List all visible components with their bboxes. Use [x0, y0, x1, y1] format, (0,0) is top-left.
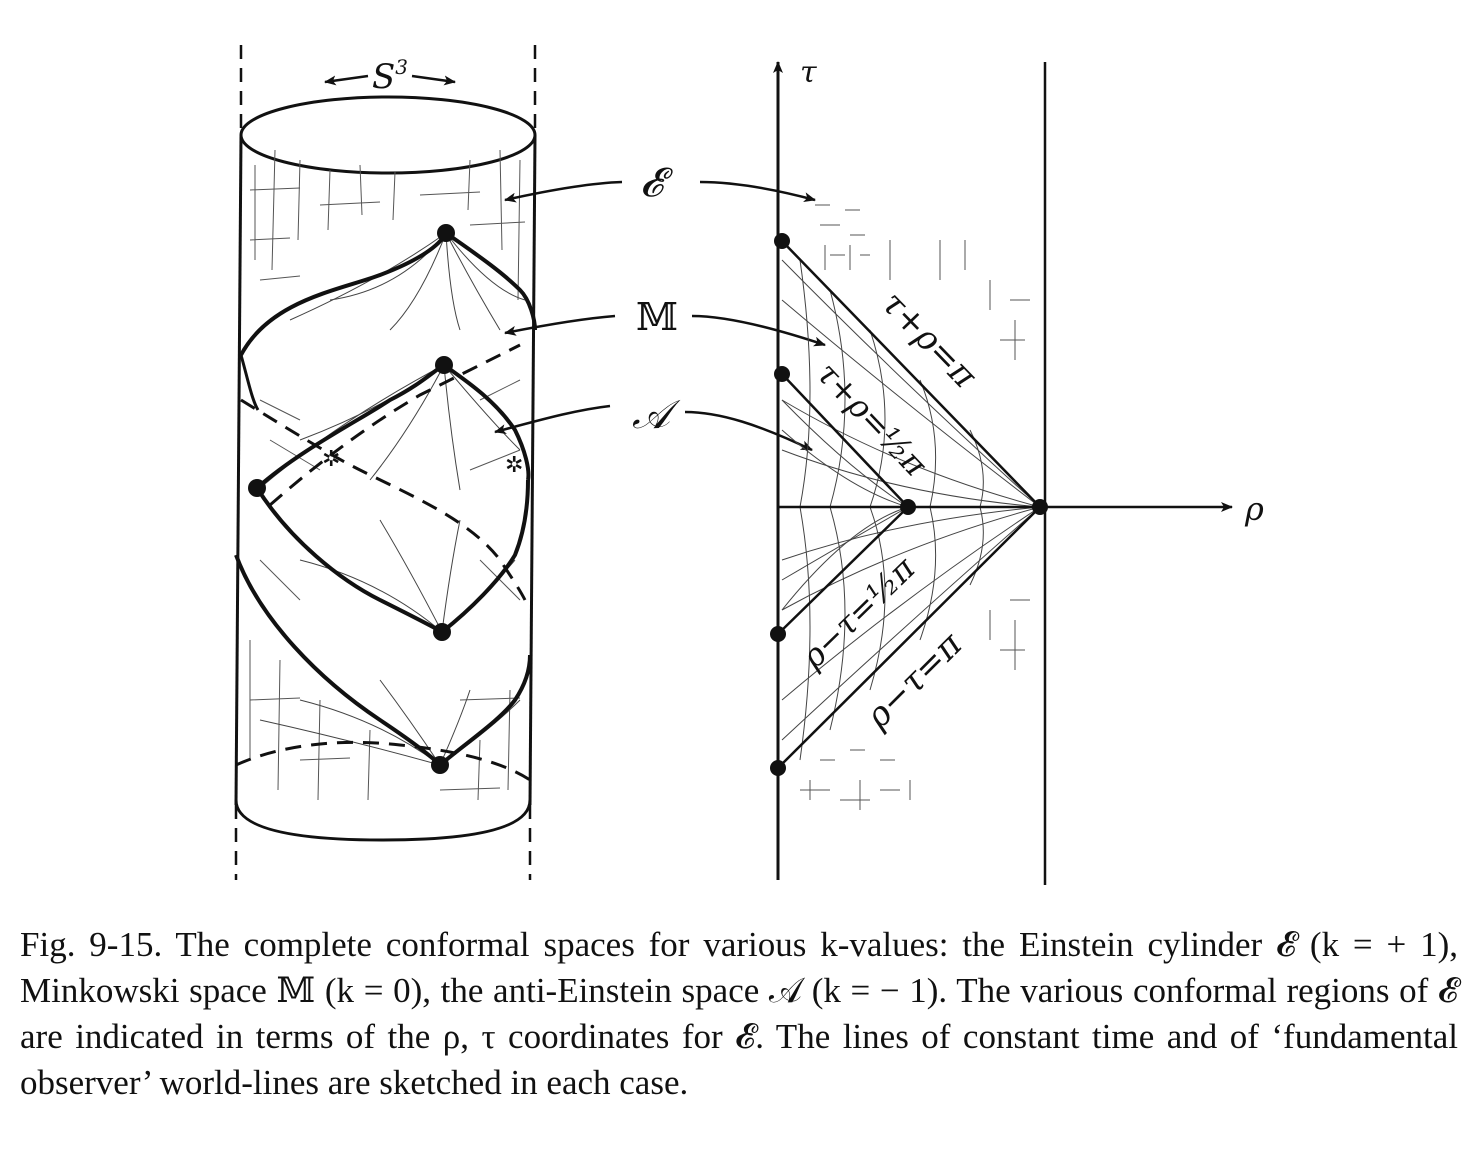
- point-tau-minus-pi: [770, 760, 786, 776]
- rho-axis-label: ρ: [1244, 490, 1264, 528]
- cylinder-side-left: [234, 134, 243, 806]
- small-mark-left: ✲: [322, 447, 340, 472]
- rho-tau-diagram: τ ρ τ+ρ=π τ+ρ=½π ρ−τ=½π ρ−τ=π: [770, 55, 1264, 885]
- label-minkowski: 𝕄: [636, 295, 678, 339]
- hidden-edge-bottom-ellipse: [235, 740, 531, 782]
- label-tau-plus-rho-pi: τ+ρ=π: [874, 283, 985, 396]
- arrow-minkowski-left: [504, 314, 616, 336]
- hidden-edge-back-diagonal: [269, 343, 521, 507]
- s3-arrow-right: [411, 74, 456, 86]
- cylinder-top-ellipse: [239, 95, 537, 175]
- point-anti-einstein-top: [435, 356, 453, 374]
- label-rho-minus-tau-half-pi: ρ−τ=½π: [793, 549, 923, 677]
- tau-axis-label: τ: [800, 55, 817, 90]
- line-rho-minus-tau-pi: [777, 506, 1041, 769]
- point-anti-einstein-bottom: [433, 623, 451, 641]
- label-einstein: 𝓔: [640, 160, 674, 206]
- point-tau-minus-half-pi: [770, 626, 786, 642]
- s3-arrow-left: [324, 74, 369, 86]
- figure-caption: Fig. 9-15. The complete conformal spaces…: [20, 922, 1458, 1106]
- arrow-einstein-left: [504, 180, 623, 203]
- label-tau-plus-rho-half-pi: τ+ρ=½π: [809, 354, 935, 484]
- arrow-minkowski-right: [691, 314, 826, 347]
- line-tau-plus-rho-pi: [781, 240, 1041, 508]
- line-rho-minus-tau-half-pi: [777, 506, 909, 635]
- small-mark-right: ✲: [505, 453, 523, 478]
- cylinder-bottom-front: [234, 799, 532, 842]
- label-rho-minus-tau-pi: ρ−τ=π: [857, 624, 970, 737]
- point-rho-pi: [1032, 499, 1048, 515]
- line-tau-plus-rho-half-pi: [781, 373, 909, 508]
- s3-label: S3: [372, 55, 408, 97]
- hidden-edge-back-upper: [240, 398, 527, 601]
- anti-einstein-region-upper-right: [442, 363, 531, 481]
- point-tau-half-pi: [774, 366, 790, 382]
- anti-einstein-region-upper-left: [255, 363, 446, 490]
- point-tau-pi: [774, 233, 790, 249]
- point-anti-einstein-left: [248, 479, 266, 497]
- minkowski-region-top-edge: [239, 230, 537, 356]
- point-minkowski-bottom: [431, 756, 449, 774]
- arrow-einstein-right: [699, 180, 816, 202]
- point-rho-half-pi: [900, 499, 916, 515]
- region-labels: 𝓔 𝕄 𝒜: [494, 160, 826, 452]
- conformal-spaces-figure: ✲ ✲ S3 𝓔 𝕄 𝒜: [234, 45, 1264, 885]
- point-minkowski-top: [437, 224, 455, 242]
- einstein-cylinder: ✲ ✲ S3: [234, 45, 537, 880]
- anti-einstein-region-lower-right: [440, 479, 530, 634]
- label-anti-einstein: 𝒜: [632, 392, 681, 438]
- figure-caption-text: Fig. 9-15. The complete conformal spaces…: [20, 925, 1458, 1102]
- minkowski-region-left-edge: [239, 354, 260, 411]
- minkowski-region-bottom-edge: [234, 554, 532, 768]
- s3-superscript: 3: [395, 55, 408, 79]
- cylinder-side-right: [528, 134, 537, 806]
- arrow-anti-einstein-right: [684, 410, 813, 452]
- arrow-anti-einstein-left: [494, 404, 611, 434]
- anti-einstein-region-lower-left: [255, 486, 444, 634]
